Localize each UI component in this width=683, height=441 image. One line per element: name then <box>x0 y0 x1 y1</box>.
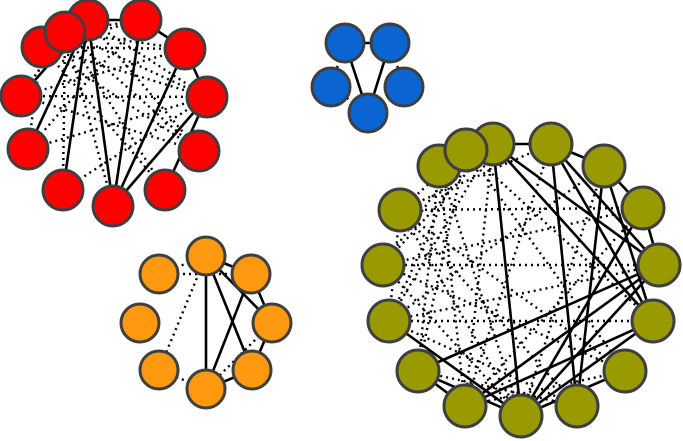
blue-node <box>383 66 425 108</box>
red-node <box>41 168 85 212</box>
olive-node <box>554 383 600 429</box>
olive-solid-edge <box>492 143 654 322</box>
olive-dotted-edge <box>437 165 467 407</box>
red-dotted-edge <box>63 31 167 191</box>
olive-node <box>443 127 489 173</box>
olive-solid-edge <box>520 319 654 418</box>
olive-solid-edge <box>417 263 660 373</box>
red-dotted-edge <box>41 46 166 191</box>
olive-solid-edge <box>491 143 523 417</box>
olive-solid-edge <box>549 143 579 407</box>
olive-dotted-edge <box>382 206 644 267</box>
olive-solid-edge <box>550 143 660 266</box>
olive-node <box>442 383 488 429</box>
orange-node <box>185 368 227 410</box>
olive-dotted-edge <box>398 209 523 417</box>
orange-node <box>230 253 272 295</box>
olive-dotted-edge <box>388 319 578 408</box>
olive-dotted-edge <box>382 264 522 417</box>
olive-node <box>581 143 627 189</box>
orange-node <box>251 302 293 344</box>
olive-dotted-edge <box>388 263 660 323</box>
orange-dotted-edge <box>157 255 208 371</box>
red-node <box>143 168 187 212</box>
red-node <box>43 10 87 54</box>
olive-node <box>360 242 406 288</box>
olive-node <box>630 298 676 344</box>
olive-dotted-edge <box>399 206 644 212</box>
red-dotted-edge <box>64 30 208 99</box>
red-node <box>0 74 43 118</box>
olive-node <box>636 242 682 288</box>
red-node <box>185 75 229 119</box>
blue-node <box>347 92 389 134</box>
olive-dotted-edge <box>463 143 495 407</box>
blue-node <box>310 66 352 108</box>
olive-solid-edge <box>464 319 654 408</box>
olive-dotted-edge <box>382 263 626 373</box>
olive-node <box>377 187 423 233</box>
olive-solid-edge <box>575 165 606 407</box>
olive-dotted-edge <box>387 143 495 322</box>
red-dotted-edge <box>63 31 115 207</box>
olive-node <box>395 348 441 394</box>
red-solid-edge <box>111 48 187 207</box>
orange-dotted-edge <box>158 254 207 276</box>
red-node <box>163 27 207 71</box>
red-dotted-edge <box>61 31 67 191</box>
orange-node <box>185 235 227 277</box>
olive-node <box>602 348 648 394</box>
blue-node <box>369 22 411 64</box>
olive-dotted-edge <box>519 165 606 417</box>
olive-node <box>620 185 666 231</box>
olive-node <box>498 393 544 439</box>
olive-node <box>528 121 574 167</box>
olive-solid-edge <box>464 263 660 408</box>
red-dotted-edge <box>20 94 208 99</box>
red-dotted-edge <box>87 19 200 152</box>
olive-dotted-edge <box>388 165 605 322</box>
red-node <box>177 129 221 173</box>
red-solid-edge <box>111 19 143 207</box>
orange-node <box>138 349 180 391</box>
red-node <box>119 0 163 42</box>
olive-dotted-edge <box>464 207 644 407</box>
olive-dotted-edge <box>416 149 468 372</box>
red-solid-edge <box>86 19 115 207</box>
orange-node <box>231 349 273 391</box>
orange-node <box>119 302 161 344</box>
red-dotted-edge <box>27 95 208 151</box>
olive-node <box>366 298 412 344</box>
olive-dotted-edge <box>399 209 626 372</box>
red-dotted-edge <box>27 19 142 150</box>
olive-dotted-edge <box>399 209 578 407</box>
blue-node <box>324 22 366 64</box>
olive-solid-edge <box>520 264 660 417</box>
olive-dotted-edge <box>416 165 441 372</box>
red-node <box>91 184 135 228</box>
red-dotted-edge <box>64 30 186 51</box>
red-solid-edge <box>61 19 90 191</box>
olive-solid-edge <box>388 319 522 418</box>
red-dotted-edge <box>20 47 186 98</box>
red-node <box>6 127 50 171</box>
olive-solid-edge <box>492 142 660 267</box>
red-solid-edge <box>112 96 208 207</box>
olive-dotted-edge <box>463 143 553 407</box>
olive-solid-edge <box>519 207 645 417</box>
orange-node <box>138 253 180 295</box>
